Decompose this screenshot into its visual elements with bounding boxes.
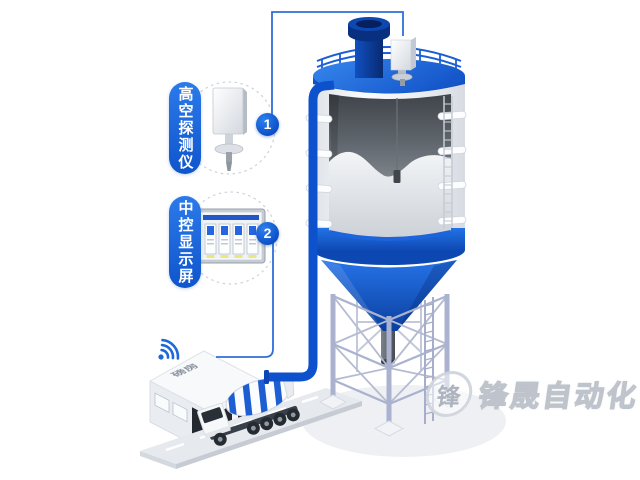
wifi-icon [158,338,180,360]
silo-body [305,17,467,265]
silo-fill-pipe [264,80,335,384]
callout-2-number-badge: 2 [256,222,279,245]
silo-shell-ladder [443,96,453,228]
truck-wheels [213,408,300,446]
level-sensor-cable [393,98,401,183]
tower-bracing [332,295,448,405]
roof-radar-sensor [390,37,416,86]
callout-1-label: 高空探测仪 [169,82,201,174]
silo-cone [321,260,457,331]
connection-line-building [216,242,274,358]
road-left-edge [140,451,176,469]
truck-cab [197,402,231,439]
level-sensor-weight [393,170,401,183]
road-front-edge [176,401,362,469]
monitor-silo-columns [204,223,259,258]
truck-windshield [201,407,223,424]
monitor-header-bar [203,215,259,220]
control-display-monitor [196,208,266,264]
building-window [172,401,188,423]
silo-support-tower [318,260,462,437]
silo-bottom-lip [328,230,452,241]
callout-1-number-badge: 1 [256,113,279,136]
high-level-detector-device [212,87,247,171]
mixer-truck [197,371,300,446]
callout-2-label: 中控显示屏 [169,196,201,288]
silo-vent-pipe [348,17,390,78]
building-window [154,392,170,413]
silo-roof-top [313,59,465,93]
silo-material-powder [329,151,451,239]
connection-line-sensor [271,11,404,116]
